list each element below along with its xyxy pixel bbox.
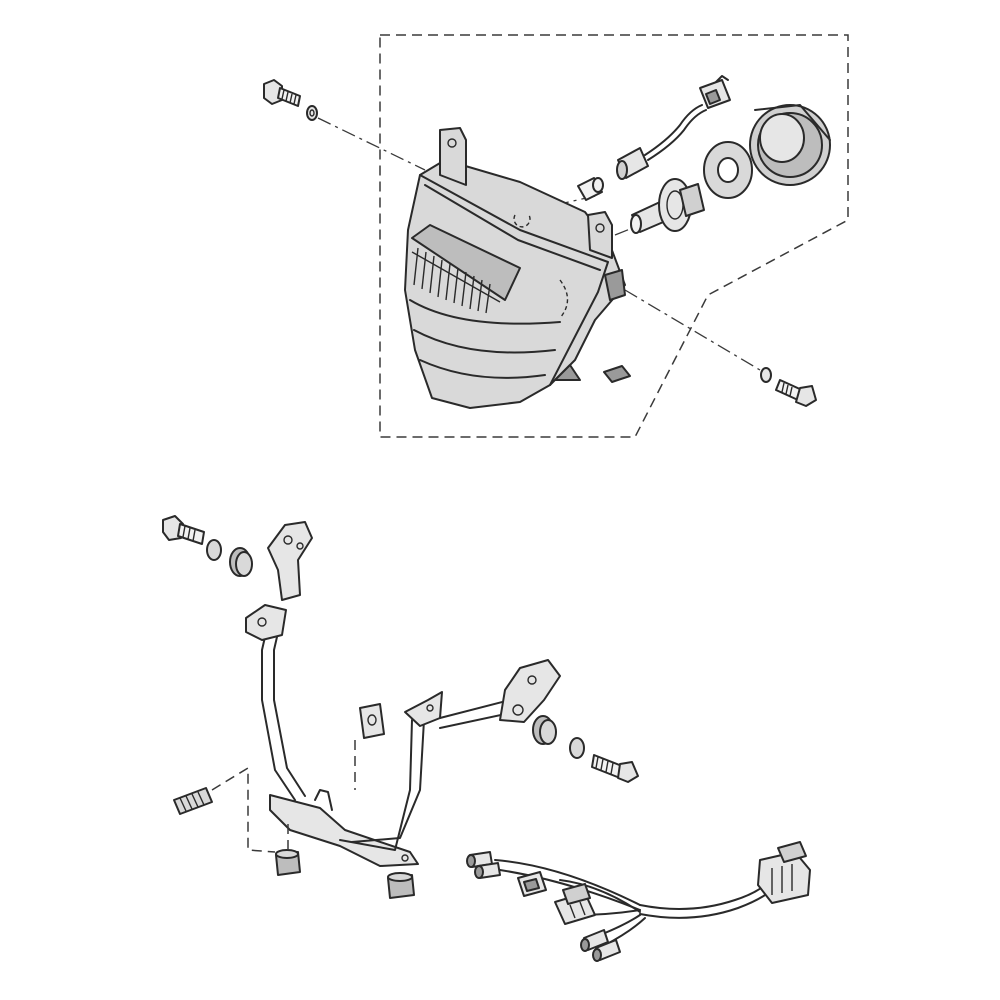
clip-nut: [359, 703, 385, 739]
headlight-housing: [404, 127, 626, 409]
small-clip: [603, 365, 631, 383]
bullet-terminals-left: [466, 851, 501, 879]
left-bolt: [162, 515, 205, 545]
leader-bulb-2: [614, 224, 641, 236]
socket-and-wire: [616, 75, 731, 180]
upper-left-plate: [267, 521, 313, 601]
right-bolt: [591, 754, 639, 783]
stay-bracket-group: [162, 515, 639, 899]
upper-mounting-bolt: [263, 79, 301, 107]
upper-right-plate: [499, 659, 561, 723]
dust-cover: [749, 104, 831, 186]
right-grommet: [532, 715, 557, 745]
lower-mounting-bolt: [775, 379, 817, 407]
lower-washer: [760, 367, 772, 383]
damper-left: [275, 849, 301, 876]
relay-connector: [554, 883, 596, 925]
leader-lower-bolt: [624, 289, 761, 371]
bullet-terminals-bottom: [580, 929, 621, 962]
wiring-harness: [466, 841, 811, 962]
bulb-seal: [703, 141, 753, 199]
position-bulb: [577, 177, 604, 201]
spring: [173, 787, 213, 815]
headlight-bulb: [630, 178, 705, 234]
left-grommet: [229, 547, 253, 577]
headlight-group-boundary: [379, 34, 849, 438]
leader-upper-bolt: [317, 117, 426, 171]
upper-washer: [306, 105, 318, 121]
right-collar: [569, 737, 585, 759]
headlight-group: [263, 34, 849, 438]
left-collar: [206, 539, 222, 561]
damper-right: [387, 872, 415, 899]
